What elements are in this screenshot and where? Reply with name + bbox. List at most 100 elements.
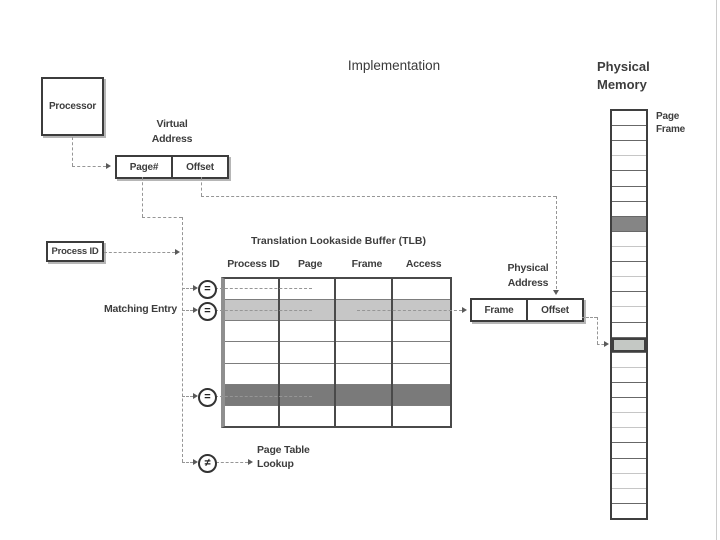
tlb-row-matching [225,299,450,321]
pa-frame-field: Frame [484,304,514,316]
memory-cell [612,245,646,262]
memory-cell-target-frame [612,336,646,352]
memory-cell [612,412,646,428]
memory-cell [612,321,646,337]
arrowhead-icon [175,249,180,255]
tlb-row [225,404,450,426]
tlb-rows [225,279,450,426]
connector-row1-dash [215,288,312,289]
page-frame-label-line2: Frame [656,124,686,135]
tlb-column-divider [278,279,280,426]
memory-cell [612,427,646,443]
memory-cell [612,487,646,503]
memory-cell [612,276,646,292]
tlb-column-header-access: Access [405,258,442,270]
tlb-row [225,320,450,342]
memory-cell [612,502,646,518]
memory-cell [612,381,646,398]
pa-offset-field: Offset [526,300,582,320]
connector-page-right [142,217,182,218]
processor-box: Processor [41,77,104,136]
page-table-lookup-label: Page Table Lookup [257,444,310,471]
physical-memory-title-line1: Physical [597,59,650,74]
connector-to-page-table-lookup [216,462,248,463]
physical-address-label-line1: Physical [507,262,549,274]
memory-cell [612,140,646,156]
tlb-row [225,383,450,405]
connector-pid-right [104,252,175,253]
memory-cell [612,155,646,171]
virtual-address-box: Page# Offset [115,155,229,179]
connector-page-down [142,177,143,217]
memory-cell [612,170,646,186]
connector-pa-to-memory [597,344,604,345]
memory-cell [612,457,646,473]
tlb-row [225,362,450,384]
connector-row2-dash [215,310,312,311]
tlb-column-headers: Process ID Page Frame Access [225,258,452,270]
connector-stub-row2 [182,310,193,311]
tlb-column-header-process-id: Process ID [227,258,280,270]
memory-cell-allocated [612,215,646,231]
arrowhead-icon [193,393,198,399]
physical-memory-title-line2: Memory [597,77,647,92]
comparator-not-equal-icon: ≠ [198,454,217,473]
memory-cell [612,397,646,413]
tlb-column-divider [391,279,393,426]
physical-address-label-line2: Address [507,277,549,289]
comparator-equal-icon: = [198,280,217,299]
page-table-lookup-line2: Lookup [257,457,294,470]
virtual-address-label-line1: Virtual [156,118,188,130]
connector-pa-down [597,317,598,344]
matching-entry-label: Matching Entry [103,303,177,315]
memory-cell [612,472,646,488]
arrowhead-icon [193,459,198,465]
tlb-row [225,341,450,363]
memory-cell [612,111,646,126]
memory-cell [612,291,646,307]
physical-memory-title: Physical Memory [597,58,650,94]
connector-stub-row6 [182,396,193,397]
memory-cell [612,230,646,246]
slide-edge-line [716,0,717,540]
arrowhead-icon [553,290,559,295]
memory-cell [612,442,646,458]
tlb-table [221,277,452,428]
connector-trunk-down [182,217,183,462]
arrowhead-icon [248,459,253,465]
tlb-column-header-frame: Frame [351,258,383,270]
arrowhead-icon [193,285,198,291]
process-id-box: Process ID [46,241,104,262]
comparator-equal-icon: = [198,388,217,407]
physical-address-label: Physical Address [478,261,578,291]
arrowhead-icon [106,163,111,169]
tlb-title: Translation Lookaside Buffer (TLB) [250,235,426,247]
process-id-label: Process ID [51,246,99,257]
memory-cell [612,125,646,141]
page-frame-label: Page Frame [656,110,685,136]
physical-memory-strip [610,109,648,520]
connector-stub-lookup [182,462,193,463]
virtual-address-label: Virtual Address [122,117,222,147]
connector-offset-down [201,177,202,196]
page-table-lookup-line1: Page Table [257,444,310,456]
virtual-address-label-line2: Address [151,133,193,145]
arrowhead-icon [462,307,467,313]
connector-pa-out [582,317,597,318]
processor-label: Processor [48,101,97,112]
va-offset-field: Offset [171,157,227,177]
memory-cell [612,351,646,367]
connector-stub-row1 [182,288,193,289]
tlb-column-header-page: Page [297,258,323,270]
connector-offset-to-pa [556,196,557,289]
tlb-column-divider [334,279,336,426]
connector-processor-to-va [72,166,106,167]
page-number-field: Page# [129,161,159,173]
arrowhead-icon [604,341,609,347]
memory-cell [612,366,646,382]
memory-cell [612,185,646,201]
connector-processor-down [72,137,73,166]
physical-address-box: Frame Offset [470,298,584,322]
connector-row6-dash [215,396,312,397]
